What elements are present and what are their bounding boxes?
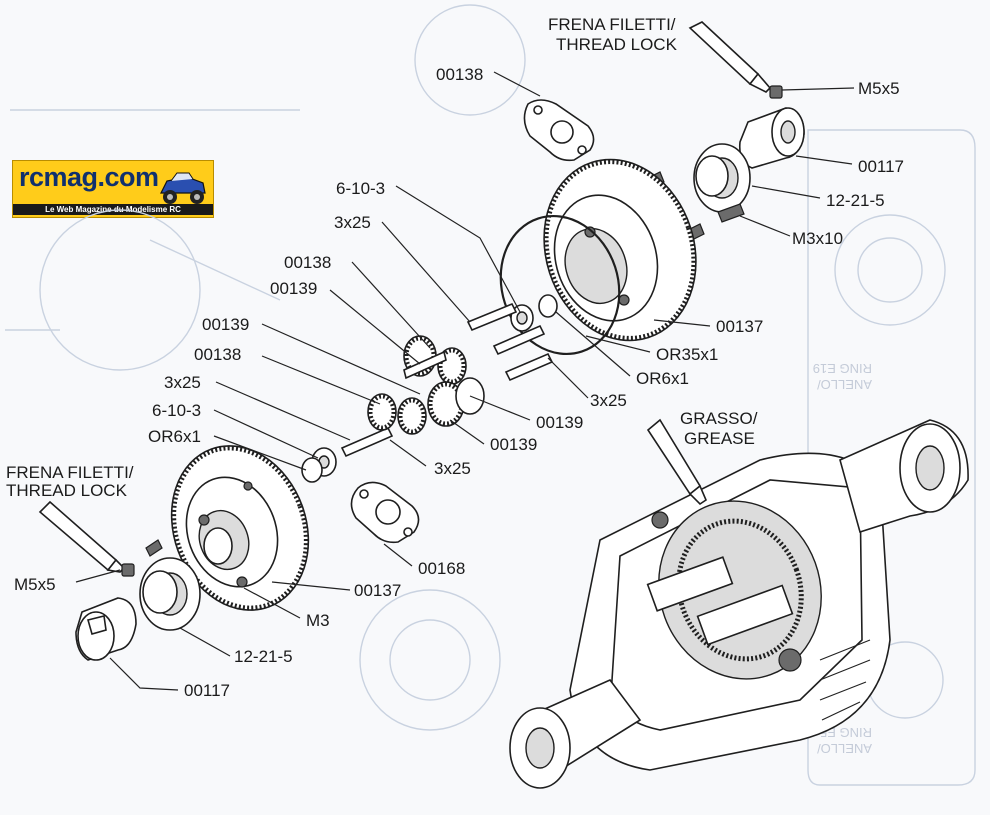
label-00137-low: 00137 (354, 581, 401, 600)
set-screw-m5x5-top (769, 85, 783, 99)
rc-car-icon (160, 172, 206, 204)
ring-e19-ghost-1: ANELLO/ (817, 377, 872, 392)
outdrive-cup-00117-low (75, 597, 137, 661)
o-ring-or35x1 (499, 214, 621, 356)
label-frena-top-1: FRENA FILETTI/ (548, 15, 676, 34)
background-bleed-through: ANELLO/ RING E19 ANELLO/ RING E5 (5, 4, 976, 786)
label-m3: M3 (306, 611, 330, 630)
label-grasso-1: GRASSO/ (680, 409, 758, 428)
label-frena-low-1: FRENA FILETTI/ (6, 463, 134, 482)
thread-lock-tube-top (688, 21, 772, 93)
bearing-12-21-5-top (693, 143, 751, 213)
rcmag-logo[interactable]: rcmag.com Le Web Magazine du Modelisme R… (12, 160, 214, 218)
spur-gear-00137-top (543, 158, 697, 342)
label-00139-c: 00139 (536, 413, 583, 432)
o-ring-or6x1-top (538, 294, 558, 318)
label-00117-low: 00117 (184, 681, 230, 700)
logo-title: rcmag.com (19, 162, 159, 192)
grease-tube (646, 418, 707, 506)
set-screw-m5x5-low (121, 563, 135, 577)
ring-e19-ghost-2: RING E19 (813, 361, 872, 376)
label-00139-d: 00139 (490, 435, 537, 454)
label-00168: 00168 (418, 559, 465, 578)
label-or6x1-right: OR6x1 (636, 369, 689, 388)
leader-lines (75, 71, 855, 691)
bearing-12-21-5-low (139, 557, 201, 631)
assembled-differential-view (509, 419, 969, 789)
label-3x25-c: 3x25 (590, 391, 627, 410)
gasket-00138-top (523, 99, 595, 162)
label-00139-b: 00139 (202, 315, 249, 334)
label-6-10-3-low: 6-10-3 (152, 401, 201, 420)
label-frena-top-2: THREAD LOCK (556, 35, 678, 54)
o-ring-or6x1-low (301, 457, 323, 483)
label-or35x1: OR35x1 (656, 345, 718, 364)
label-m5x5-low: M5x5 (14, 575, 56, 594)
planet-gears (367, 335, 485, 435)
label-00138-mid: 00138 (284, 253, 331, 272)
ring-e5-ghost-2: RING E5 (820, 725, 872, 740)
label-or6x1-left: OR6x1 (148, 427, 201, 446)
label-00139-a: 00139 (270, 279, 317, 298)
label-6-10-3-top: 6-10-3 (336, 179, 385, 198)
thread-lock-tube-low (38, 500, 126, 573)
label-00138-top: 00138 (436, 65, 483, 84)
screw-m3-left (145, 539, 163, 557)
label-3x25-b: 3x25 (164, 373, 201, 392)
label-12-21-5-top: 12-21-5 (826, 191, 885, 210)
label-00137-top: 00137 (716, 317, 763, 336)
label-3x25-d: 3x25 (434, 459, 471, 478)
ring-e5-ghost-1: ANELLO/ (817, 741, 872, 756)
label-grasso-2: GREASE (684, 429, 755, 448)
outdrive-cup-00117-top (738, 107, 805, 169)
part-labels: FRENA FILETTI/ THREAD LOCK 00138 M5x5 00… (6, 15, 904, 700)
label-00138-low: 00138 (194, 345, 241, 364)
label-frena-low-2: THREAD LOCK (6, 481, 128, 500)
logo-subtitle: Le Web Magazine du Modelisme RC (13, 204, 213, 215)
gasket-00168 (350, 481, 420, 544)
label-12-21-5-low: 12-21-5 (234, 647, 293, 666)
label-00117-top: 00117 (858, 157, 904, 176)
pins-3x25 (340, 302, 554, 458)
label-m3x10: M3x10 (792, 229, 843, 248)
label-m5x5-top: M5x5 (858, 79, 900, 98)
spur-gear-00137-low (170, 445, 310, 611)
label-3x25-a: 3x25 (334, 213, 371, 232)
